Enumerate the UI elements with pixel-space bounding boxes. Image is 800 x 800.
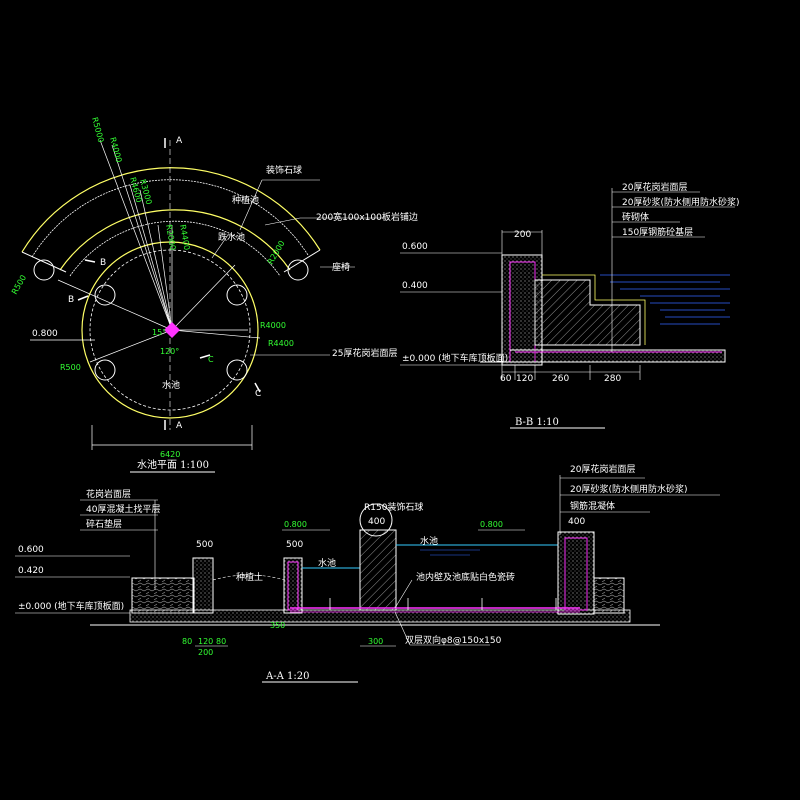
a-finish-label: 池内壁及池底贴白色瓷砖	[416, 571, 515, 583]
label-a-bottom: A	[176, 421, 183, 431]
section-a-view	[15, 475, 720, 683]
a-rebar-label: 双层双向φ8@150x150	[405, 634, 502, 646]
a-dim-400a: 400	[368, 517, 385, 527]
angle-120: 120°	[160, 347, 179, 356]
a-water1-label: 水池	[318, 557, 336, 569]
radius-8: R500	[10, 273, 28, 296]
radius-9: R4000	[260, 321, 286, 330]
b-layer-4: 150厚钢筋砼基层	[622, 226, 693, 238]
a-elev-2: 0.420	[18, 566, 44, 576]
pillar-5	[33, 259, 55, 281]
pillar-6	[287, 259, 309, 281]
b-layer-3: 砖砌体	[622, 211, 649, 223]
radius-1: R5000	[90, 116, 105, 143]
a-left-layer-3: 碎石垫层	[86, 518, 122, 530]
b-layer-1: 20厚花岗岩面层	[622, 181, 687, 193]
a-elev-5: 0.800	[480, 520, 503, 529]
label-b-bottom: B	[68, 295, 74, 305]
radius-10: R4400	[268, 339, 294, 348]
mid-arc-2	[69, 220, 281, 277]
label-b-top: B	[100, 258, 106, 268]
b-dim-280: 280	[604, 374, 621, 384]
a-soil-label: 种植土	[236, 571, 263, 583]
plan-width-dim: 6420	[160, 450, 180, 459]
a-dim-300: 300	[368, 637, 383, 646]
a-dim-350: 350	[270, 621, 285, 630]
b-dim-200: 200	[514, 230, 531, 240]
outer-arc	[21, 167, 321, 253]
label-bench: 座椅	[332, 261, 350, 273]
a-elev-3: ±0.000 (地下车库顶板面)	[18, 600, 124, 612]
a-left-layer-1: 花岗岩面层	[86, 488, 131, 500]
b-layer-2: 20厚砂浆(防水侧用防水砂浆)	[622, 196, 739, 208]
a-right-layer-3: 钢筋混凝体	[570, 500, 615, 512]
label-fountain: 跌水池	[218, 231, 245, 243]
stone-ball-section	[359, 503, 393, 537]
b-dim-120: 120	[516, 374, 533, 384]
plan-title: 水池平面 1:100	[137, 458, 209, 471]
radius-2: R4000	[108, 136, 123, 163]
b-elev-1: 0.600	[402, 242, 428, 252]
a-elev-1: 0.600	[18, 545, 44, 555]
a-left-layer-2: 40厚混凝土找平层	[86, 503, 160, 515]
label-stone-ball: 装饰石球	[266, 164, 302, 176]
angle-15: 15°	[152, 328, 166, 337]
a-dim-200: 200	[198, 648, 213, 657]
b-dim-260: 260	[552, 374, 569, 384]
label-c: C	[255, 389, 261, 399]
a-right-layer-1: 20厚花岗岩面层	[570, 463, 635, 475]
plan-view	[21, 138, 385, 473]
b-elev-3: ±0.000 (地下车库顶板面)	[402, 352, 508, 364]
pillar-3	[94, 359, 116, 381]
label-granite: 25厚花岗岩面层	[332, 347, 397, 359]
fan-edge-left	[21, 251, 67, 273]
a-water2-label: 水池	[420, 535, 438, 547]
pillar-1	[94, 284, 116, 306]
a-dim-500a: 500	[196, 540, 213, 550]
section-a-title: A-A 1:20	[265, 671, 309, 682]
a-elev-4: 0.800	[284, 520, 307, 529]
section-b-title: B-B 1:10	[515, 417, 559, 428]
a-dim-500b: 500	[286, 540, 303, 550]
radius-5: R2000	[164, 224, 177, 251]
section-b-view	[400, 188, 735, 429]
label-a-top: A	[176, 136, 183, 146]
mid-arc	[59, 209, 291, 271]
pillar-4	[226, 359, 248, 381]
center-marker	[164, 322, 180, 338]
angle-c: C	[208, 355, 214, 364]
label-pool: 水池	[162, 379, 180, 391]
a-ball-label: R150装饰石球	[364, 501, 423, 513]
label-plan-elev: 0.800	[32, 329, 58, 339]
b-elev-2: 0.400	[402, 281, 428, 291]
radius-6: R4400	[178, 224, 191, 251]
a-right-layer-2: 20厚砂浆(防水侧用防水砂浆)	[570, 483, 687, 495]
b-dim-60: 60	[500, 374, 512, 384]
label-curb: 200宽100x100板岩铺边	[316, 211, 418, 223]
pillar-2	[226, 284, 248, 306]
a-dim-80b: 80	[216, 637, 226, 646]
a-dim-400b: 400	[568, 517, 585, 527]
a-dim-120: 120	[198, 637, 213, 646]
label-planter: 种植池	[232, 194, 259, 206]
radius-11: R500	[60, 363, 81, 372]
a-dim-80a: 80	[182, 637, 192, 646]
